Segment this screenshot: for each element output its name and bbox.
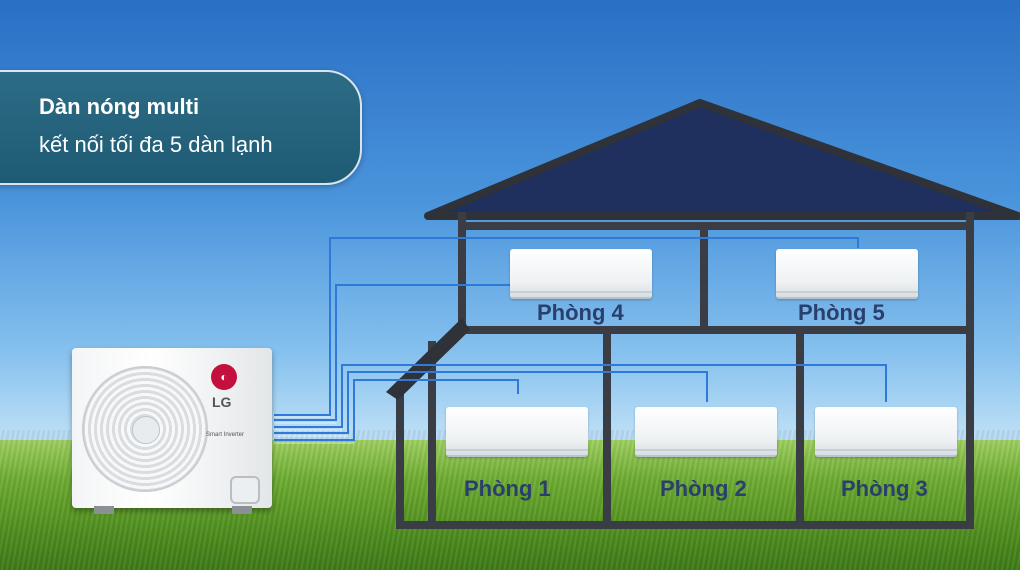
pipe-room-5 (274, 237, 859, 416)
outdoor-brand: LG (212, 394, 232, 410)
outdoor-unit: ◐ LG Smart Inverter (72, 348, 272, 508)
house-frame (396, 212, 974, 529)
indoor-unit-room-3 (815, 407, 957, 457)
pipe-room-1 (274, 379, 519, 441)
outdoor-model-label: Smart Inverter (206, 432, 245, 438)
pipes (274, 237, 887, 441)
pipe-room-4 (274, 284, 510, 421)
callout-subtitle: kết nối tối đa 5 dàn lạnh (39, 132, 273, 157)
pipe-room-3 (274, 364, 887, 428)
room-label-1: Phòng 1 (464, 476, 551, 501)
pipe-highlights (274, 416, 354, 444)
room-label-2: Phòng 2 (660, 476, 747, 501)
indoor-unit-room-2 (635, 407, 777, 457)
outdoor-foot-left (94, 506, 114, 514)
room-label-3: Phòng 3 (841, 476, 928, 501)
room-label-5: Phòng 5 (798, 300, 885, 325)
indoor-unit-room-5 (776, 249, 918, 299)
service-valve-cover (230, 476, 260, 504)
roof (424, 99, 1020, 220)
callout-title: Dàn nóng multi (39, 94, 200, 119)
lg-logo-icon: ◐ (211, 364, 237, 390)
indoor-unit-room-1 (446, 407, 588, 457)
indoor-unit-room-4 (510, 249, 652, 299)
fan-grille-icon (82, 366, 208, 492)
callout-bubble: Dàn nóng multi kết nối tối đa 5 dàn lạnh (0, 70, 362, 185)
room-label-4: Phòng 4 (537, 300, 624, 325)
outdoor-foot-right (232, 506, 252, 514)
pipe-room-2 (274, 371, 708, 434)
